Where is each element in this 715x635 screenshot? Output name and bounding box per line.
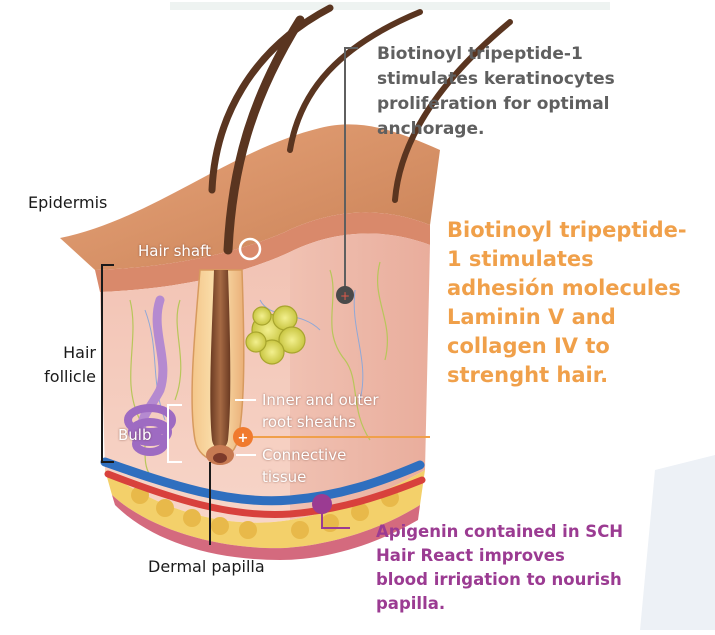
callout-orange-line4: Laminin V and: [447, 303, 709, 332]
callout-orange-line3: adhesión molecules: [447, 274, 709, 303]
label-dermal-papilla: Dermal papilla: [148, 556, 265, 578]
callout-grey-line1: Biotinoyl tripeptide-1: [377, 42, 677, 67]
label-connective-line1: Connective: [262, 444, 346, 466]
label-sheaths-line2: root sheaths: [262, 411, 356, 433]
label-hair-follicle-line1: Hair: [52, 342, 96, 364]
label-hair-follicle-line2: follicle: [32, 366, 96, 388]
callout-grey-line3: proliferation for optimal: [377, 92, 677, 117]
callout-keratinocytes: Biotinoyl tripeptide-1 stimulates kerati…: [377, 42, 677, 142]
callout-adhesion-molecules: Biotinoyl tripeptide- 1 stimulates adhes…: [447, 216, 709, 390]
callout-purple-line3: blood irrigation to nourish: [376, 568, 686, 592]
label-epidermis: Epidermis: [28, 192, 107, 214]
label-connective-line2: tissue: [262, 466, 306, 488]
label-hair-follicle: Hair: [52, 342, 96, 364]
callout-purple-line1: Apigenin contained in SCH: [376, 520, 686, 544]
grey-marker-plus-icon: +: [340, 289, 350, 303]
label-hair-shaft: Hair shaft: [138, 240, 211, 262]
dermis-side: [290, 233, 430, 520]
callout-orange-line2: 1 stimulates: [447, 245, 709, 274]
label-bulb: Bulb: [118, 424, 152, 446]
label-hair-follicle-2: follicle: [32, 366, 96, 388]
dermal-papilla-shape: [213, 453, 227, 463]
callout-purple-line4: papilla.: [376, 592, 686, 616]
top-watermark-strip: [170, 2, 610, 10]
callout-grey-line4: anchorage.: [377, 117, 677, 142]
callout-apigenin: Apigenin contained in SCH Hair React imp…: [376, 520, 686, 616]
callout-purple-line2: Hair React improves: [376, 544, 686, 568]
hair-root: [210, 270, 230, 449]
callout-orange-line5: collagen IV to: [447, 332, 709, 361]
callout-orange-line6: strenght hair.: [447, 361, 709, 390]
purple-marker: [312, 494, 332, 514]
callout-orange-line1: Biotinoyl tripeptide-: [447, 216, 709, 245]
callout-grey-line2: stimulates keratinocytes: [377, 67, 677, 92]
label-sheaths-line1: Inner and outer: [262, 389, 379, 411]
orange-marker-plus-icon: +: [238, 431, 249, 446]
